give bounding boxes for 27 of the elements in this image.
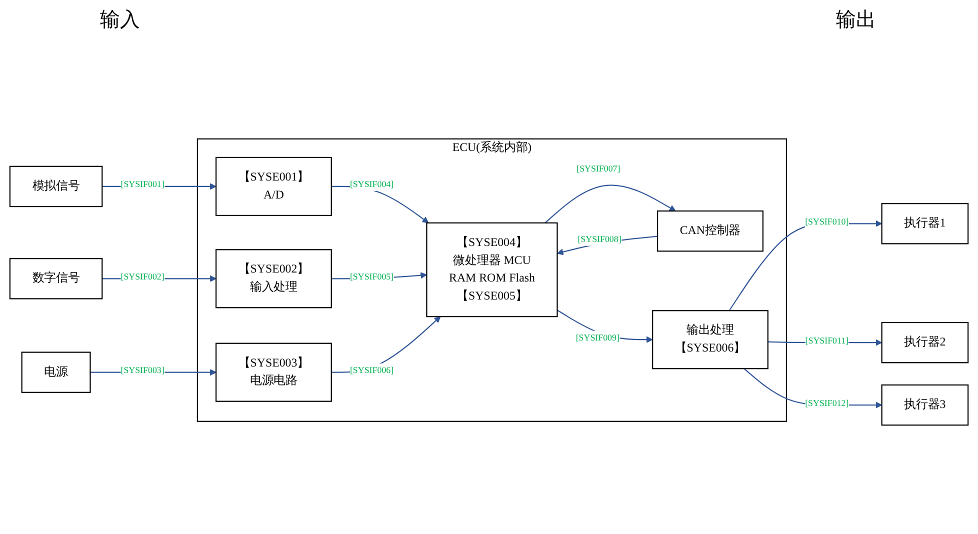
edge-label: [SYSIF001] <box>120 179 164 190</box>
edge-label: [SYSIF011] <box>805 335 849 346</box>
node-box: 【SYSE003】 电源电路 <box>216 342 332 402</box>
node-box: 【SYSE002】 输入处理 <box>216 249 332 308</box>
node-box: 输出处理 【SYSE006】 <box>652 310 768 370</box>
edge-label: [SYSIF004] <box>350 179 394 190</box>
node-box: 【SYSE004】 微处理器 MCU RAM ROM Flash 【SYSE005】 <box>426 222 558 318</box>
node-box: 执行器2 <box>881 322 969 364</box>
column-heading: 输出 <box>836 8 876 33</box>
edge-label: [SYSIF005] <box>350 271 394 282</box>
node-box: 电源 <box>21 352 91 393</box>
edge-label: [SYSIF007] <box>576 163 620 174</box>
edge-label: [SYSIF010] <box>805 216 849 227</box>
column-heading: 输入 <box>100 8 140 33</box>
edge-label: [SYSIF006] <box>350 364 394 376</box>
node-box: 执行器1 <box>881 203 969 244</box>
node-box: 数字信号 <box>9 258 103 300</box>
edge-label: [SYSIF008] <box>578 234 622 244</box>
node-box: CAN控制器 <box>656 210 764 252</box>
node-box: 执行器3 <box>881 384 969 426</box>
node-box: 【SYSE001】 A/D <box>216 156 332 216</box>
edge-label: [SYSIF009] <box>576 332 620 343</box>
arrow <box>544 184 676 224</box>
node-box: 模拟信号 <box>9 166 103 208</box>
edge-label: [SYSIF002] <box>120 271 164 282</box>
edge-label: [SYSIF012] <box>805 398 849 408</box>
edge-label: [SYSIF003] <box>120 364 164 376</box>
